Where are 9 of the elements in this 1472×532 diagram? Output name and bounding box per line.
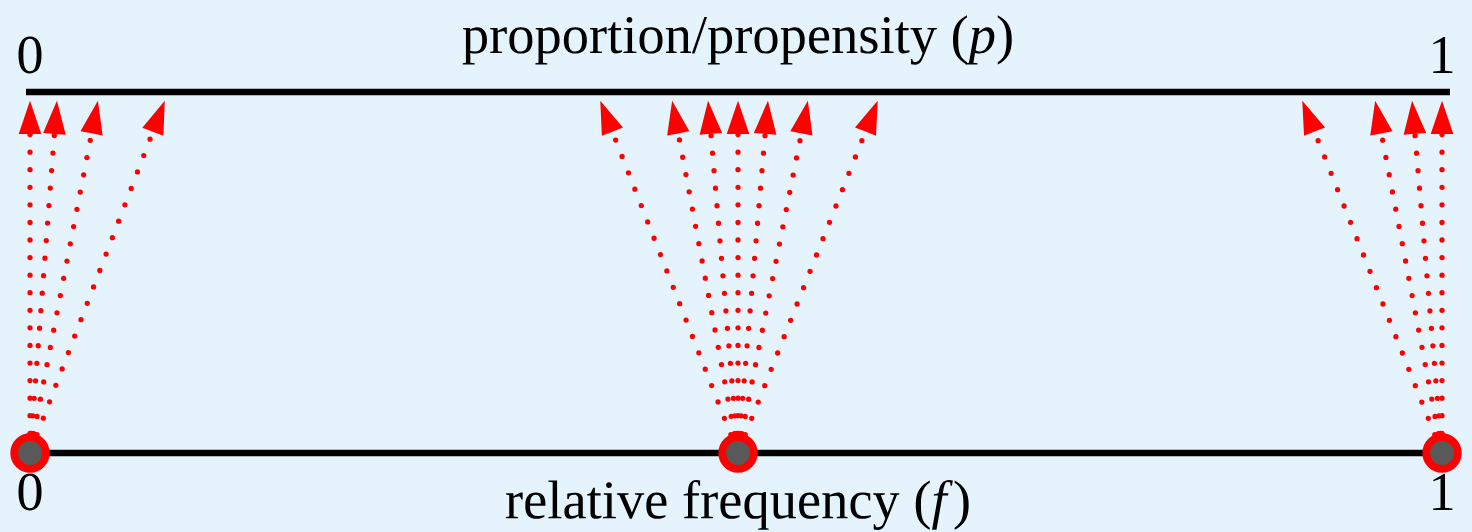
axis-label: 0: [18, 36, 42, 74]
axis-label: relative frequency (f): [506, 479, 969, 530]
dot-marker: [718, 433, 758, 473]
axis-label: 1: [1433, 474, 1453, 510]
axis-label: 1: [1433, 37, 1453, 73]
dot-marker: [1422, 433, 1462, 473]
axis-label: 0: [18, 473, 42, 511]
dot-marker: [10, 433, 50, 473]
axis-label: proportion/propensity (p): [462, 15, 1012, 65]
